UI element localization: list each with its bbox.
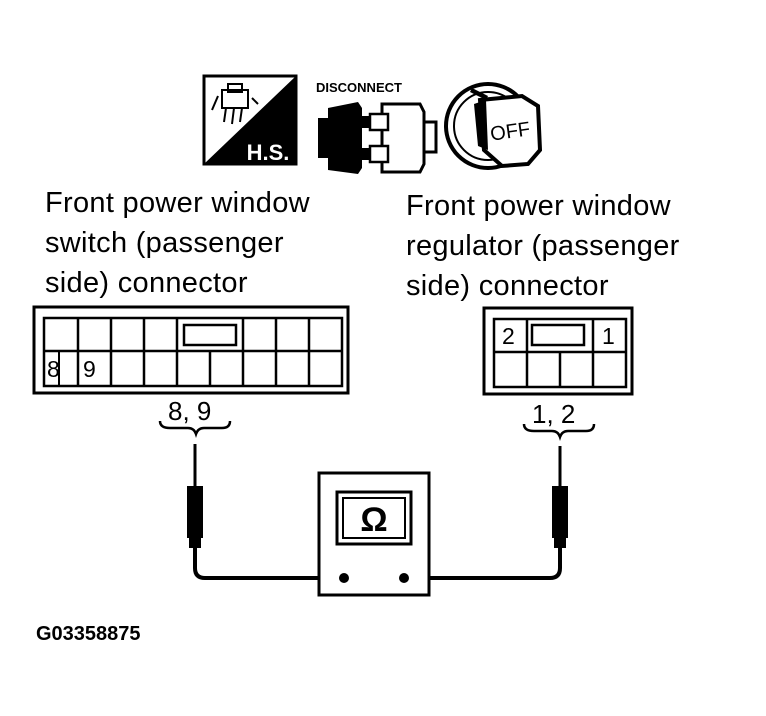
ohm-symbol: Ω [360, 501, 387, 539]
right-bracket-label: 1, 2 [532, 399, 575, 429]
disconnect-connector-icon: DISCONNECT [316, 80, 438, 174]
right-connector-caption: Front power window regulator (passenger … [406, 190, 680, 302]
meter-terminal-left [339, 573, 349, 583]
left-test-lead [193, 548, 344, 580]
left-caption-line-3: side) connector [45, 267, 248, 299]
right-test-lead [404, 548, 562, 580]
left-pin-label-8: 8 [47, 356, 60, 382]
ignition-off-icon: OFF [444, 82, 543, 170]
left-test-probe [187, 444, 203, 548]
hs-label: H.S. [247, 140, 290, 165]
left-connector-caption: Front power window switch (passenger sid… [45, 187, 311, 299]
left-caption-line-1: Front power window [45, 187, 311, 219]
figure-code: G03358875 [36, 623, 141, 645]
left-caption-line-2: switch (passenger [45, 227, 284, 259]
left-bracket-label: 8, 9 [168, 396, 211, 426]
right-caption-line-2: regulator (passenger [406, 230, 680, 262]
right-pin-label-1: 1 [602, 323, 615, 349]
right-test-probe [552, 446, 568, 548]
left-pin-label-9: 9 [83, 356, 96, 382]
right-terminal-bracket [522, 423, 596, 441]
disconnect-label: DISCONNECT [316, 80, 402, 95]
left-connector-face [32, 305, 350, 395]
right-pin-label-2: 2 [502, 323, 515, 349]
left-terminal-bracket [158, 420, 232, 438]
hard-switch-icon: H.S. [202, 74, 298, 166]
right-connector-face [482, 306, 634, 396]
right-caption-line-3: side) connector [406, 270, 609, 302]
meter-terminal-right [399, 573, 409, 583]
right-caption-line-1: Front power window [406, 190, 672, 222]
ohmmeter [317, 471, 431, 597]
